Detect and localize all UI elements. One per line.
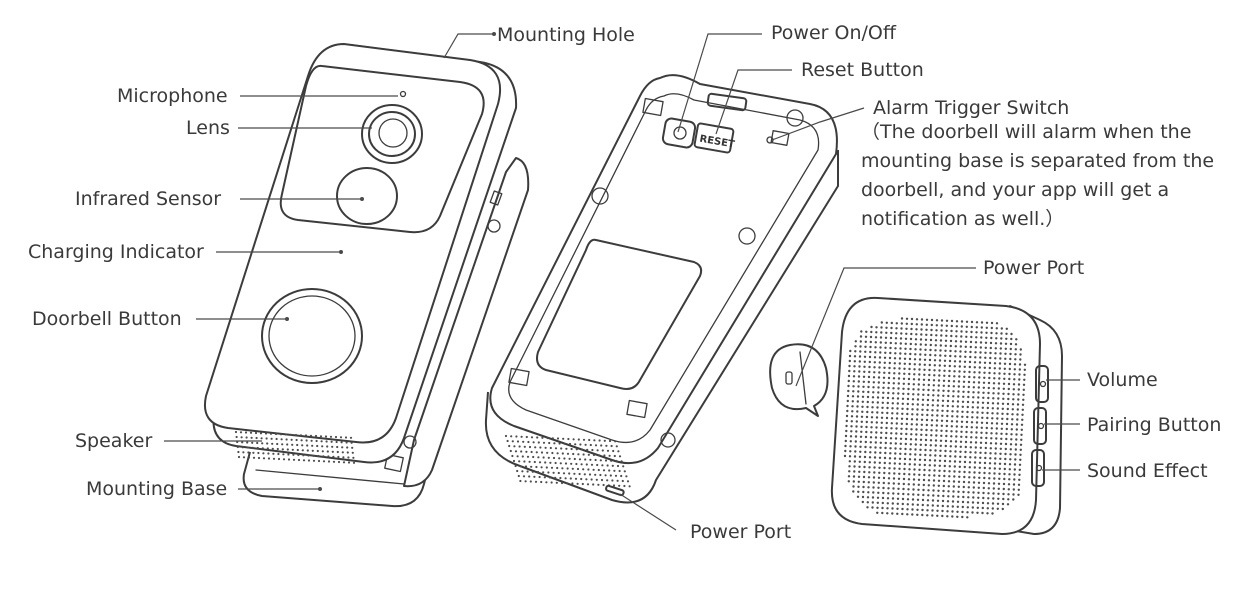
leader-lines <box>164 32 1080 531</box>
alarm-note: （The doorbell will alarm when the mounti… <box>861 118 1214 234</box>
doorbell-back-view: RESET <box>484 74 839 504</box>
infrared-sensor <box>336 167 398 225</box>
sound-effect-button <box>1031 449 1045 487</box>
label-pairing-button: Pairing Button <box>1087 414 1222 436</box>
back-plate <box>489 74 838 464</box>
back-power-port <box>605 484 625 497</box>
doorbell-button <box>261 288 363 384</box>
label-infrared-sensor: Infrared Sensor <box>75 188 222 210</box>
label-mounting-base: Mounting Base <box>86 478 228 500</box>
chime-front <box>830 296 1041 535</box>
label-lens: Lens <box>186 117 230 139</box>
mounting-base-plate <box>242 451 433 508</box>
chime-power-port <box>785 371 793 385</box>
chime-speaker-grill <box>843 317 1027 519</box>
volume-button <box>1035 365 1049 403</box>
label-microphone: Microphone <box>117 85 228 107</box>
chime-unit <box>769 296 1063 535</box>
alarm-note-line: notification as well.） <box>861 208 1065 230</box>
label-charging-indicator: Charging Indicator <box>28 241 204 263</box>
reset-button <box>693 122 735 154</box>
camera-window <box>279 64 485 234</box>
speaker-grill <box>234 430 356 464</box>
label-alarm-trigger-switch: Alarm Trigger Switch <box>873 97 1070 119</box>
label-reset-button: Reset Button <box>801 59 924 81</box>
mounting-base-side <box>403 157 530 488</box>
pairing-button <box>1033 407 1047 445</box>
label-mounting-hole: Mounting Hole <box>497 24 635 46</box>
label-doorbell-button: Doorbell Button <box>32 308 182 330</box>
label-power-onoff: Power On/Off <box>771 22 896 44</box>
alarm-note-line: mounting base is separated from the <box>861 150 1215 172</box>
back-speaker-grill <box>504 434 631 488</box>
label-power-port-chime: Power Port <box>983 257 1085 279</box>
label-speaker: Speaker <box>75 430 153 452</box>
doorbell-body-front <box>204 43 502 444</box>
doorbell-front-view <box>204 43 530 508</box>
alarm-note-line: doorbell, and your app will get a <box>861 179 1170 201</box>
label-sound-effect: Sound Effect <box>1087 460 1208 482</box>
microphone-hole <box>399 90 407 98</box>
label-power-port-back: Power Port <box>690 521 792 543</box>
label-volume: Volume <box>1087 369 1158 391</box>
alarm-note-line: （The doorbell will alarm when the <box>861 121 1192 143</box>
lens <box>361 104 423 164</box>
